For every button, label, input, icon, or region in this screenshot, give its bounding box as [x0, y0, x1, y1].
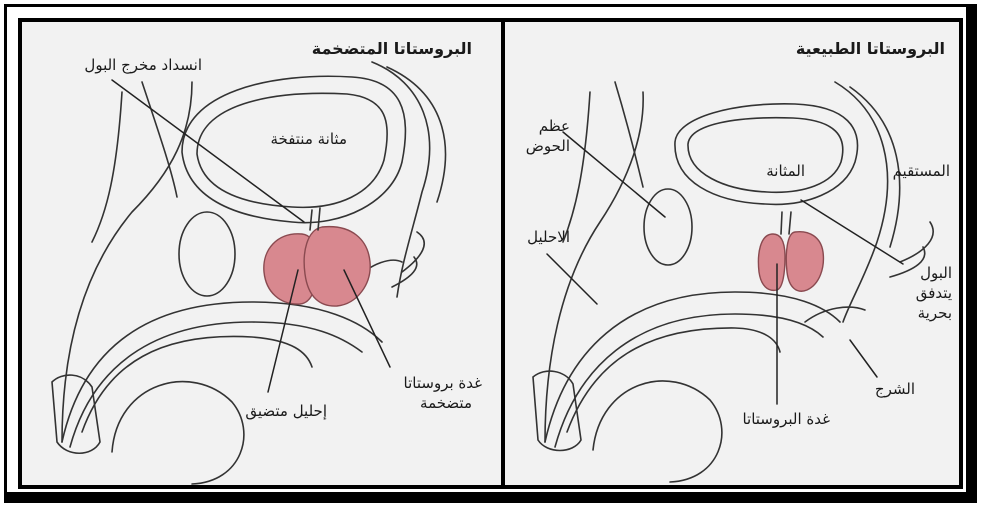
label-pubic-bone-line2: الحوض	[510, 137, 570, 155]
label-anus: الشرج	[855, 380, 915, 398]
label-rectum: المستقيم	[870, 162, 950, 180]
label-enlarged-prostate-line2: متضخمة	[372, 394, 472, 412]
label-urethra: الاحليل	[505, 228, 570, 246]
label-urine-flow-line1: البول	[900, 264, 952, 282]
label-narrowed-urethra: إحليل متضيق	[207, 402, 327, 420]
diagram-frame: البروستاتا المتضخمة انسداد مخرج البول مث…	[18, 18, 963, 489]
label-urethral-blockage: انسداد مخرج البول	[42, 56, 202, 74]
label-pubic-bone-line1: عظم	[510, 117, 570, 135]
label-urine-flow-line2: يتدفق	[900, 284, 952, 302]
label-enlarged-prostate-line1: غدة بروستاتا	[372, 374, 482, 392]
label-bladder: المثانة	[725, 162, 805, 180]
normal-panel-title: البروستاتا الطبيعية	[755, 40, 945, 58]
enlarged-prostate-panel: البروستاتا المتضخمة انسداد مخرج البول مث…	[22, 22, 501, 485]
label-distended-bladder: مثانة منتفخة	[232, 130, 347, 148]
enlarged-prostate-right-lobe	[304, 227, 370, 306]
enlarged-panel-title: البروستاتا المتضخمة	[282, 40, 472, 58]
label-prostate-gland: غدة البروستاتا	[710, 410, 830, 428]
normal-prostate-right-lobe	[786, 232, 823, 292]
normal-prostate-left-lobe	[758, 234, 785, 290]
label-urine-flow-line3: بحرية	[900, 304, 952, 322]
normal-prostate-panel: البروستاتا الطبيعية عظم الحوض المثانة ال…	[505, 22, 959, 485]
